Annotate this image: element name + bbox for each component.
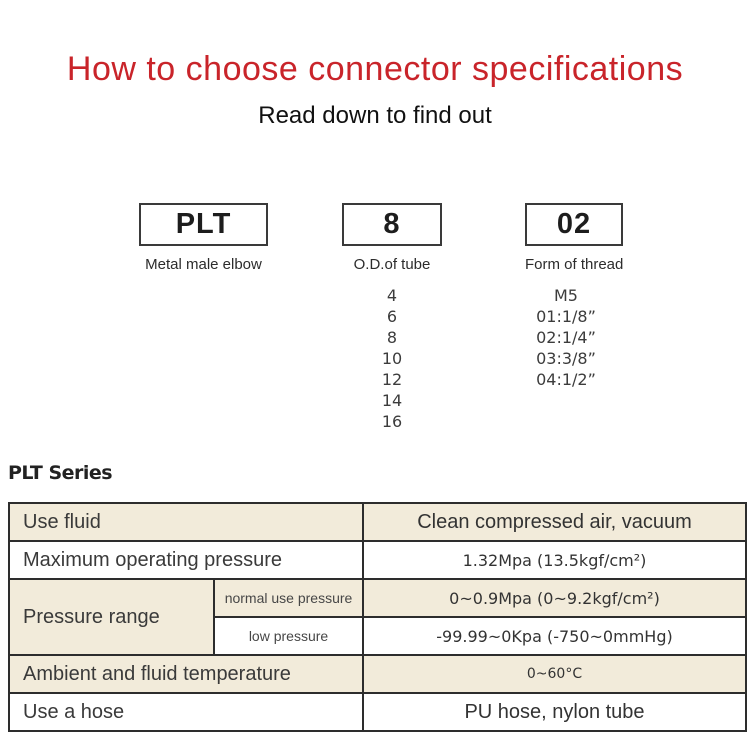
row-label-use-fluid: Use fluid [8, 502, 364, 542]
sub-label-low-pressure: low pressure [213, 616, 364, 656]
table-row: Maximum operating pressure 1.32Mpa (13.5… [8, 540, 747, 580]
row-value-use-fluid: Clean compressed air, vacuum [362, 502, 747, 542]
tube-od-option: 4 [386, 286, 398, 305]
thread-option: 01:1/8” [536, 307, 596, 326]
code-column-thread: 02 Form of thread M5 01:1/8” 02:1/4” 03:… [525, 203, 623, 390]
tube-od-option: 14 [381, 391, 403, 410]
row-value-max-pressure: 1.32Mpa (13.5kgf/cm²) [362, 540, 747, 580]
table-row: low pressure -99.99~0Kpa (-750~0mmHg) [9, 616, 747, 656]
row-label-pressure-range: Pressure range [8, 578, 215, 656]
page-title: How to choose connector specifications [66, 50, 684, 88]
thread-label: Form of thread [525, 256, 624, 273]
thread-code-box: 02 [525, 203, 623, 246]
row-value-temperature: 0~60°C [362, 654, 747, 694]
row-value-low-pressure: -99.99~0Kpa (-750~0mmHg) [362, 616, 747, 656]
model-code: PLT [175, 208, 232, 240]
thread-option: 04:1/2” [536, 370, 596, 389]
tube-od-options: 4 6 8 10 12 14 16 [342, 285, 442, 432]
thread-option: 03:3/8” [536, 349, 596, 368]
table-row: Ambient and fluid temperature 0~60°C [8, 654, 747, 694]
code-column-model: PLT Metal male elbow [139, 203, 268, 273]
spec-table: Use fluid Clean compressed air, vacuum M… [8, 502, 747, 732]
row-label-temperature: Ambient and fluid temperature [8, 654, 364, 694]
tube-od-label: O.D.of tube [353, 256, 431, 273]
code-column-tube-od: 8 O.D.of tube 4 6 8 10 12 14 16 [342, 203, 442, 432]
tube-od-option: 8 [386, 328, 398, 347]
thread-options: M5 01:1/8” 02:1/4” 03:3/8” 04:1/2” [517, 285, 615, 390]
series-heading: PLT Series [8, 462, 113, 484]
thread-option: M5 [554, 286, 578, 305]
model-code-label: Metal male elbow [145, 256, 262, 273]
tube-od-option: 6 [386, 307, 398, 326]
tube-od-option: 16 [381, 412, 403, 431]
thread-code: 02 [556, 208, 592, 240]
tube-od-code-box: 8 [342, 203, 442, 246]
tube-od-code: 8 [383, 208, 401, 240]
page-subtitle: Read down to find out [258, 102, 492, 129]
row-label-max-pressure: Maximum operating pressure [8, 540, 364, 580]
row-value-normal-pressure: 0~0.9Mpa (0~9.2kgf/cm²) [362, 578, 747, 618]
thread-option: 02:1/4” [536, 328, 596, 347]
row-label-hose: Use a hose [8, 692, 364, 732]
table-row: Use a hose PU hose, nylon tube [8, 692, 747, 732]
sub-label-normal-pressure: normal use pressure [213, 578, 364, 618]
tube-od-option: 12 [381, 370, 403, 389]
model-code-box: PLT [139, 203, 268, 246]
tube-od-option: 10 [381, 349, 403, 368]
row-value-hose: PU hose, nylon tube [362, 692, 747, 732]
table-row: Use fluid Clean compressed air, vacuum [8, 502, 747, 542]
table-row: Pressure range normal use pressure 0~0.9… [8, 578, 747, 656]
